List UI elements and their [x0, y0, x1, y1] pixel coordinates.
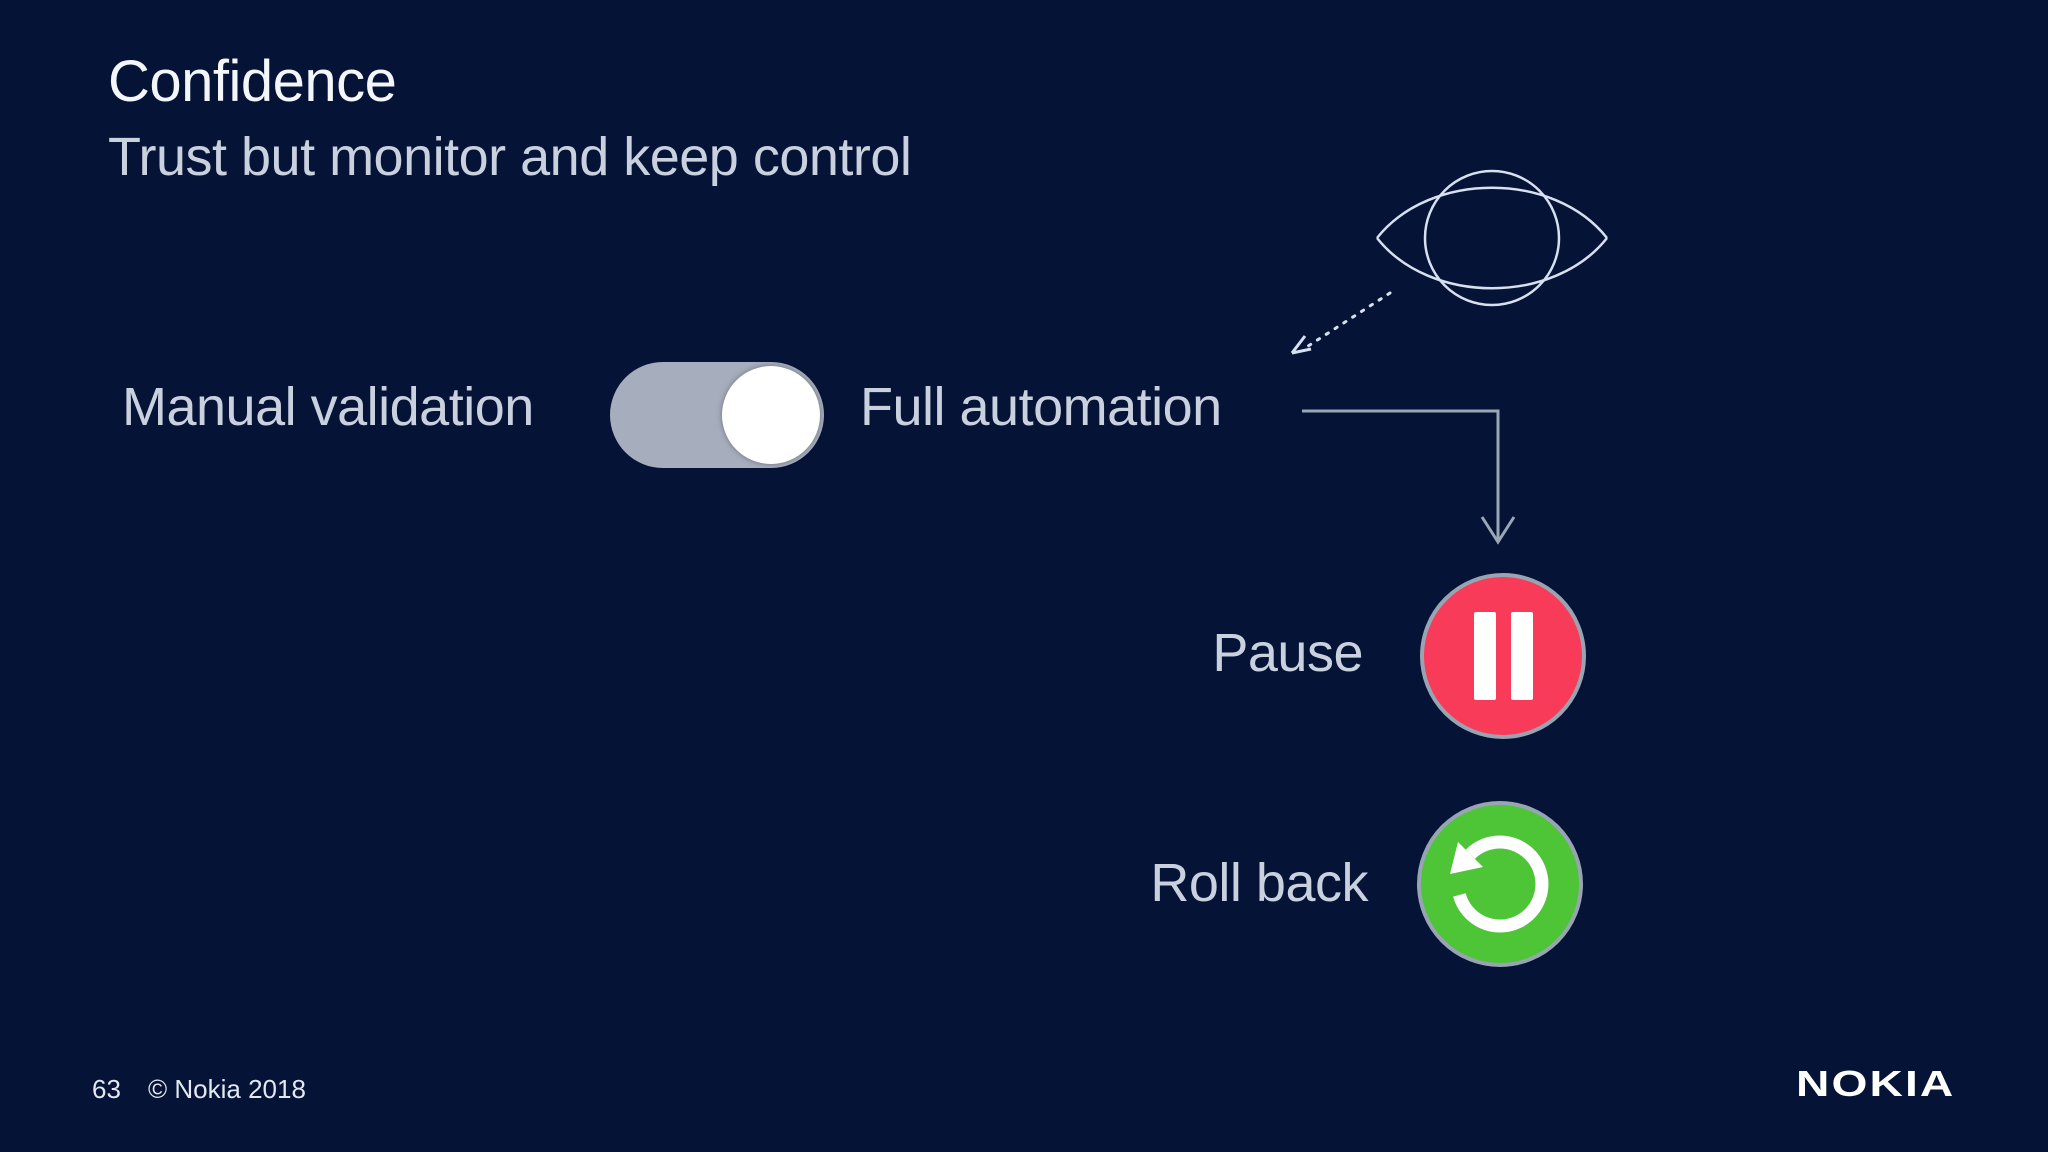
page-number: 63	[92, 1074, 121, 1104]
page-title: Confidence	[108, 49, 397, 114]
pause-label: Pause	[1212, 623, 1363, 683]
manual-validation-label: Manual validation	[122, 377, 534, 437]
elbow-arrow-icon	[1302, 409, 1516, 545]
eye-icon	[1376, 169, 1608, 307]
rollback-label: Roll back	[1150, 853, 1368, 913]
copyright-text: © Nokia 2018	[148, 1074, 306, 1104]
nokia-logo: NOKIA	[1796, 1064, 1956, 1105]
pause-icon	[1473, 612, 1533, 700]
pause-button[interactable]	[1420, 573, 1586, 739]
toggle-knob-icon[interactable]	[722, 366, 820, 464]
page-subtitle: Trust but monitor and keep control	[108, 127, 912, 187]
dotted-arrow-icon	[1290, 291, 1392, 355]
automation-toggle[interactable]	[610, 362, 824, 468]
full-automation-label: Full automation	[860, 377, 1222, 437]
rollback-button[interactable]	[1417, 801, 1583, 967]
rollback-icon	[1450, 835, 1549, 933]
